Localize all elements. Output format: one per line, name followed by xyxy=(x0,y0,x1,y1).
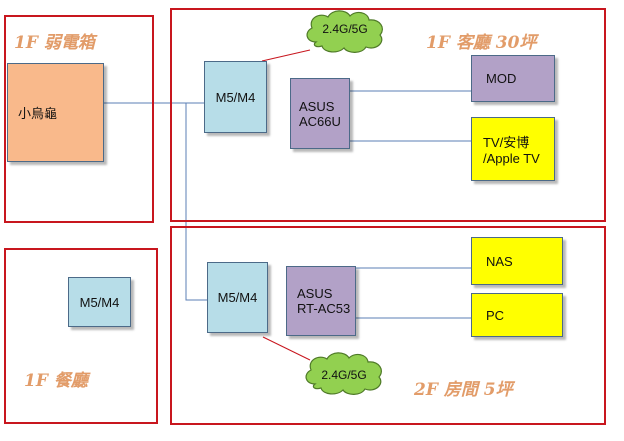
zone-2f-room-label: 2F 房間 5坪 xyxy=(414,380,513,400)
m5-room-box: M5/M4 xyxy=(207,262,268,333)
m5-living-box: M5/M4 xyxy=(204,61,267,133)
modem-label: 小烏龜 xyxy=(18,106,58,121)
asus-ac66u-box: ASUS AC66U xyxy=(290,78,350,149)
asus-ac66u-model: AC66U xyxy=(299,113,341,129)
modem-box: 小烏龜 xyxy=(7,63,104,162)
asus-ac66u-brand: ASUS xyxy=(299,98,335,114)
asus-rt-ac53-model: RT-AC53 xyxy=(297,301,351,316)
nas-box: NAS xyxy=(471,237,563,285)
m5-room-label: M5/M4 xyxy=(217,290,258,305)
zone-weak-box xyxy=(4,15,154,223)
zone-dining-room-label: 1F 餐廳 xyxy=(24,371,88,391)
mod-label: MOD xyxy=(486,71,517,86)
nas-label: NAS xyxy=(486,253,513,269)
wifi-cloud-room-label: 2.4G/5G xyxy=(321,368,367,382)
zone-2f-room xyxy=(170,226,606,425)
tv-box: TV/安博 /Apple TV xyxy=(471,117,555,181)
asus-rt-ac53-brand: ASUS xyxy=(297,286,333,301)
zone-living-room-label: 1F 客廳 30坪 xyxy=(426,33,537,53)
pc-label: PC xyxy=(486,307,505,323)
wifi-cloud-room xyxy=(305,352,382,395)
wifi-cloud-living-label: 2.4G/5G xyxy=(322,22,368,36)
pc-box: PC xyxy=(471,293,563,337)
wifi-cloud-living xyxy=(306,10,383,53)
wire-trunk-to-m5-room xyxy=(185,103,208,301)
asus-rt-ac53-box: ASUS RT-AC53 xyxy=(286,266,356,336)
tv-label-line2: /Apple TV xyxy=(483,151,540,166)
mod-box: MOD xyxy=(471,55,555,102)
m5-dining-box: M5/M4 xyxy=(68,277,131,327)
zone-weak-box-label: 1F 弱電箱 xyxy=(14,33,95,53)
m5-dining-label: M5/M4 xyxy=(79,294,120,310)
m5-living-label: M5/M4 xyxy=(215,89,256,105)
tv-label-line1: TV/安博 xyxy=(483,135,530,150)
zone-dining-room xyxy=(4,248,158,424)
wifi-link-living xyxy=(261,49,311,62)
zone-living-room xyxy=(170,8,606,222)
wifi-link-room xyxy=(262,336,311,361)
